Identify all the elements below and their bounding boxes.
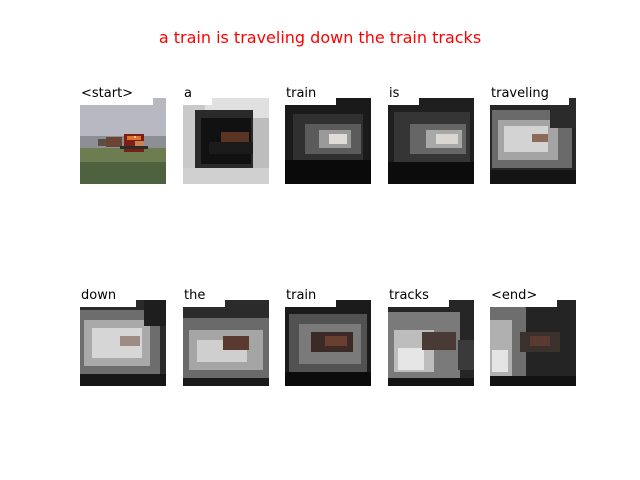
tile-the: the	[183, 286, 269, 386]
word-label: tracks	[388, 286, 449, 307]
word-label: <start>	[80, 84, 154, 105]
tile-a: a	[183, 84, 269, 184]
attention-image	[490, 300, 576, 386]
tile-tracks: tracks	[388, 286, 474, 386]
tile-train-2: train	[285, 286, 371, 386]
attention-image	[285, 300, 371, 386]
word-label: train	[285, 84, 337, 105]
word-label: is	[388, 84, 420, 105]
attention-image	[183, 300, 269, 386]
attention-image	[80, 300, 166, 386]
tile-start: <start>	[80, 84, 166, 184]
attention-image	[388, 300, 474, 386]
word-label: train	[285, 286, 337, 307]
tile-traveling: traveling	[490, 84, 576, 184]
word-label: <end>	[490, 286, 558, 307]
word-label: the	[183, 286, 226, 307]
attention-image	[490, 98, 576, 184]
scene-image	[80, 98, 166, 184]
tile-end: <end>	[490, 286, 576, 386]
caption-title: a train is traveling down the train trac…	[158, 28, 482, 47]
word-label: a	[183, 84, 212, 105]
attention-image	[183, 98, 269, 184]
tile-train: train	[285, 84, 371, 184]
word-label: down	[80, 286, 137, 307]
word-label: traveling	[490, 84, 569, 105]
attention-image	[388, 98, 474, 184]
tile-is: is	[388, 84, 474, 184]
attention-image	[285, 98, 371, 184]
tile-down: down	[80, 286, 166, 386]
